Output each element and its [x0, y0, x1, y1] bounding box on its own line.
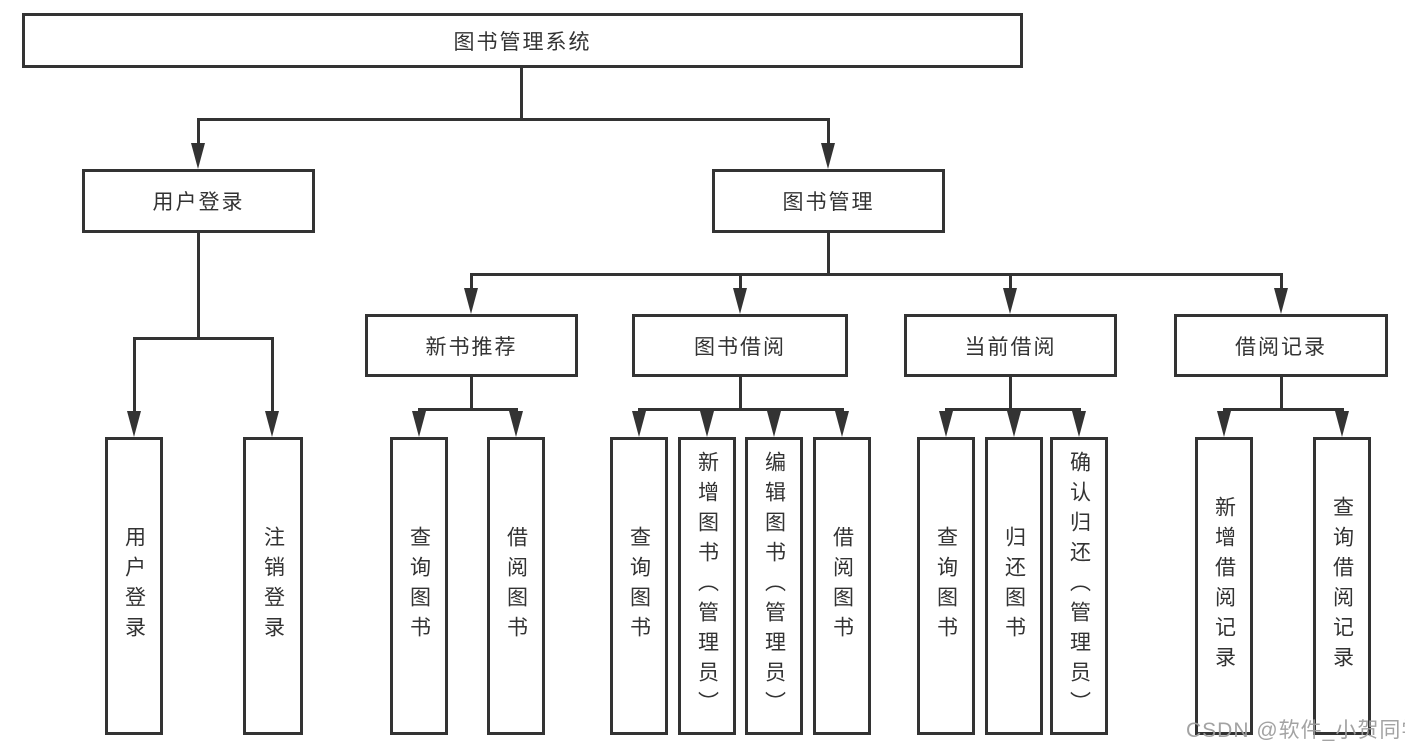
connector-line — [133, 337, 274, 340]
leaf-records-query-record: 查询借阅记录 — [1313, 437, 1371, 735]
leaf-recommend-borrow-book: 借阅图书 — [487, 437, 545, 735]
connector-line — [1223, 408, 1344, 411]
leaf-user-login-label: 用户登录 — [122, 526, 146, 646]
connector-line — [197, 118, 829, 121]
arrow-down-icon — [939, 411, 953, 437]
leaf-records-query-record-label: 查询借阅记录 — [1330, 496, 1354, 676]
arrow-down-icon — [1217, 411, 1231, 437]
leaf-user-login: 用户登录 — [105, 437, 163, 735]
leaf-borrow-edit-book-admin-label: 编辑图书（管理员） — [762, 451, 786, 721]
arrow-down-icon — [509, 411, 523, 437]
arrow-down-icon — [632, 411, 646, 437]
arrow-down-icon — [767, 411, 781, 437]
leaf-borrow-edit-book-admin: 编辑图书（管理员） — [745, 437, 803, 735]
leaf-records-add-record: 新增借阅记录 — [1195, 437, 1253, 735]
node-book-management-label: 图书管理 — [782, 191, 875, 214]
leaf-recommend-borrow-book-label: 借阅图书 — [504, 526, 528, 646]
leaf-logout-label: 注销登录 — [261, 526, 285, 646]
arrow-down-icon — [1335, 411, 1349, 437]
connector-line — [1009, 377, 1012, 408]
arrow-down-icon — [700, 411, 714, 437]
connector-line — [1280, 377, 1283, 408]
arrow-down-icon — [1274, 288, 1288, 314]
leaf-borrow-query-book-label: 查询图书 — [627, 526, 651, 646]
connector-line — [1009, 273, 1012, 291]
arrow-down-icon — [821, 143, 835, 169]
connector-line — [827, 233, 830, 273]
connector-line — [520, 68, 523, 118]
arrow-down-icon — [1007, 411, 1021, 437]
arrow-down-icon — [127, 411, 141, 437]
node-root-label: 图书管理系统 — [453, 30, 592, 54]
connector-line — [470, 377, 473, 408]
node-borrow-records-label: 借阅记录 — [1235, 335, 1327, 359]
leaf-borrow-query-book: 查询图书 — [610, 437, 668, 735]
connector-line — [271, 337, 274, 413]
connector-line — [739, 377, 742, 408]
arrow-down-icon — [835, 411, 849, 437]
leaf-borrow-borrow-book-label: 借阅图书 — [830, 526, 854, 646]
connector-line — [1280, 273, 1283, 291]
node-new-book-recommend: 新书推荐 — [365, 314, 578, 377]
node-current-borrow-label: 当前借阅 — [964, 335, 1057, 359]
node-book-borrow: 图书借阅 — [632, 314, 848, 377]
arrow-down-icon — [1072, 411, 1086, 437]
leaf-current-query-book: 查询图书 — [917, 437, 975, 735]
arrow-down-icon — [265, 411, 279, 437]
leaf-current-confirm-return-admin-label: 确认归还（管理员） — [1067, 451, 1091, 721]
node-user-login: 用户登录 — [82, 169, 315, 233]
leaf-recommend-query-book-label: 查询图书 — [407, 526, 431, 646]
leaf-current-return-book-label: 归还图书 — [1002, 526, 1026, 646]
csdn-watermark: CSDN @软件_小贺同学 — [1186, 719, 1405, 742]
leaf-recommend-query-book: 查询图书 — [390, 437, 448, 735]
node-root: 图书管理系统 — [22, 13, 1023, 68]
connector-line — [418, 408, 518, 411]
connector-line — [197, 118, 200, 147]
node-user-login-label: 用户登录 — [152, 191, 245, 214]
connector-line — [739, 273, 742, 291]
node-borrow-records: 借阅记录 — [1174, 314, 1388, 377]
arrow-down-icon — [1003, 288, 1017, 314]
node-new-book-recommend-label: 新书推荐 — [425, 335, 518, 359]
arrow-down-icon — [412, 411, 426, 437]
connector-line — [827, 118, 830, 147]
connector-line — [197, 233, 200, 337]
node-book-borrow-label: 图书借阅 — [694, 335, 786, 359]
leaf-borrow-borrow-book: 借阅图书 — [813, 437, 871, 735]
leaf-borrow-add-book-admin-label: 新增图书（管理员） — [695, 451, 719, 721]
leaf-current-return-book: 归还图书 — [985, 437, 1043, 735]
arrow-down-icon — [733, 288, 747, 314]
leaf-records-add-record-label: 新增借阅记录 — [1212, 496, 1236, 676]
node-current-borrow: 当前借阅 — [904, 314, 1117, 377]
leaf-current-confirm-return-admin: 确认归还（管理员） — [1050, 437, 1108, 735]
node-book-management: 图书管理 — [712, 169, 945, 233]
connector-line — [638, 408, 844, 411]
leaf-logout: 注销登录 — [243, 437, 303, 735]
connector-line — [133, 337, 136, 413]
connector-line — [470, 273, 473, 291]
connector-line — [470, 273, 1282, 276]
leaf-borrow-add-book-admin: 新增图书（管理员） — [678, 437, 736, 735]
arrow-down-icon — [191, 143, 205, 169]
leaf-current-query-book-label: 查询图书 — [934, 526, 958, 646]
arrow-down-icon — [464, 288, 478, 314]
